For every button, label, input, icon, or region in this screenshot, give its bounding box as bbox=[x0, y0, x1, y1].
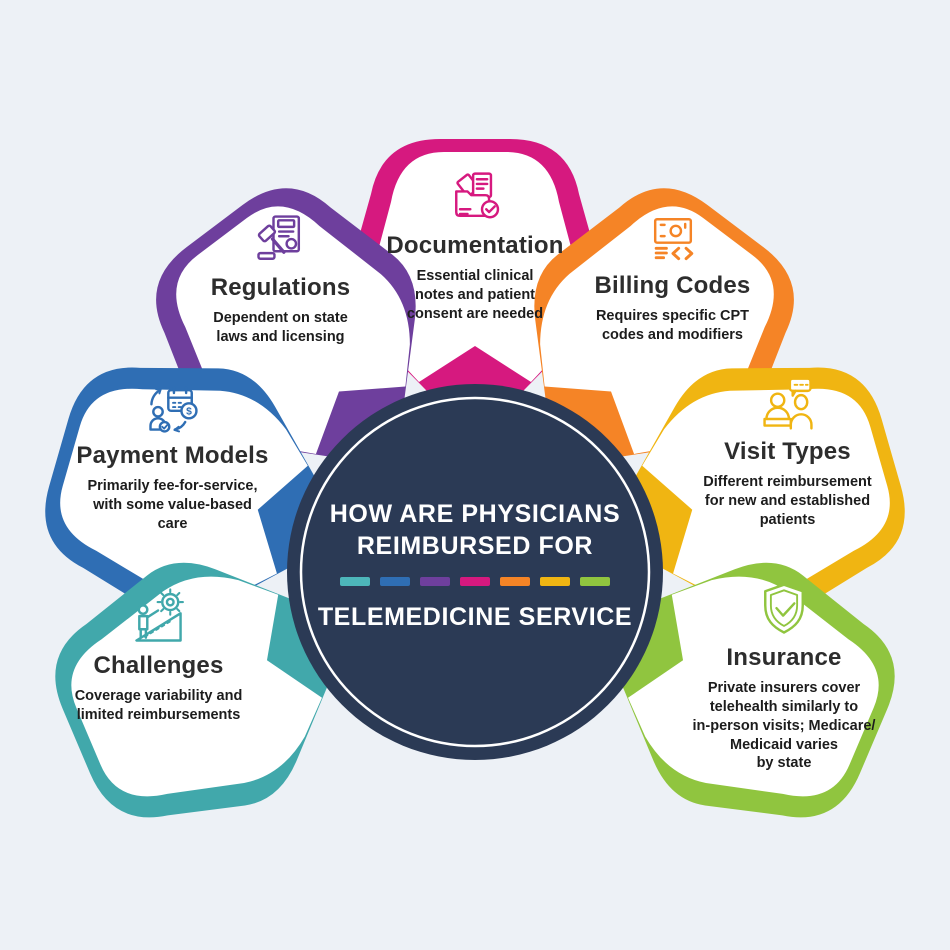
svg-text:$: $ bbox=[186, 407, 192, 418]
color-dash bbox=[380, 577, 410, 586]
petal-billing-codes: Billing Codes Requires specific CPT code… bbox=[550, 208, 795, 345]
gavel-document-icon bbox=[256, 215, 300, 260]
petal-title: Visit Types bbox=[724, 438, 851, 465]
petal-description: Private insurers cover telehealth simila… bbox=[692, 680, 876, 772]
petal-title: Payment Models bbox=[76, 442, 269, 469]
color-dash bbox=[540, 577, 570, 586]
color-dash bbox=[420, 577, 450, 586]
doctor-patient-chat-icon bbox=[762, 377, 813, 430]
petal-description: Coverage variability and limited reimbur… bbox=[74, 688, 243, 723]
person-pushing-gear-icon bbox=[134, 588, 184, 642]
petal-insurance: Insurance Private insurers cover telehea… bbox=[660, 580, 908, 773]
payment-cycle-calendar-icon: $ bbox=[148, 386, 198, 433]
petal-title: Documentation bbox=[386, 232, 564, 259]
petal-description: Essential clinical notes and patient con… bbox=[406, 268, 544, 322]
petal-description: Different reimbursement for new and esta… bbox=[703, 474, 872, 528]
color-dash bbox=[500, 577, 530, 586]
petal-payment-models: $ Payment Models Primarily fee-for-servi… bbox=[45, 378, 300, 534]
petal-documentation: Documentation Essential clinical notes a… bbox=[345, 168, 605, 324]
petal-description: Dependent on state laws and licensing bbox=[213, 310, 348, 345]
petal-title: Billing Codes bbox=[594, 272, 751, 299]
center-line3: TELEMEDICINE SERVICE bbox=[317, 603, 633, 631]
center-title-block: HOW ARE PHYSICIANS REIMBURSED FOR TELEME… bbox=[290, 498, 660, 633]
center-line1: HOW ARE PHYSICIANS bbox=[329, 500, 621, 528]
color-dash bbox=[580, 577, 610, 586]
shield-check-icon bbox=[764, 583, 804, 634]
banknote-code-icon bbox=[653, 218, 693, 261]
color-dash bbox=[460, 577, 490, 586]
petal-description: Requires specific CPT codes and modifier… bbox=[595, 308, 750, 343]
center-line2: REIMBURSED FOR bbox=[356, 532, 594, 560]
color-dashes bbox=[340, 577, 610, 586]
petal-title: Regulations bbox=[210, 274, 351, 301]
petal-regulations: Regulations Dependent on state laws and … bbox=[158, 210, 403, 347]
petal-title: Challenges bbox=[93, 652, 224, 679]
color-dash bbox=[340, 577, 370, 586]
petal-description: Primarily fee-for-service, with some val… bbox=[87, 478, 258, 532]
petal-challenges: Challenges Coverage variability and limi… bbox=[36, 588, 281, 725]
petal-title: Insurance bbox=[726, 644, 842, 671]
documents-folder-check-icon bbox=[455, 172, 500, 219]
center-circle bbox=[287, 384, 663, 760]
petal-visit-types: Visit Types Different reimbursement for … bbox=[660, 374, 915, 530]
center-circle-ring bbox=[299, 396, 651, 748]
